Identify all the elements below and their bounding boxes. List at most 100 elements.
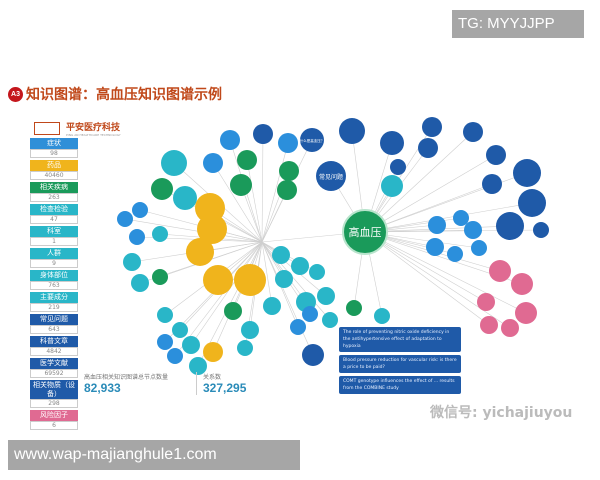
- graph-node: [279, 161, 299, 181]
- category-label: 相关物质（设备）: [30, 380, 78, 399]
- category-label: 身体部位: [30, 270, 78, 281]
- graph-edge: [364, 231, 527, 314]
- category-label: 科普文章: [30, 336, 78, 347]
- graph-node: [489, 260, 511, 282]
- graph-node: [428, 216, 446, 234]
- stat-nodes: 高血压相关知识图谱总节点数量 82,933: [84, 372, 168, 395]
- graph-node: [186, 238, 214, 266]
- graph-node: [309, 264, 325, 280]
- graph-node: [496, 212, 524, 240]
- category-label: 风险因子: [30, 410, 78, 421]
- graph-node: [426, 238, 444, 256]
- stat-nodes-value: 82,933: [84, 381, 121, 395]
- graph-node: [275, 270, 293, 288]
- graph-node: [317, 287, 335, 305]
- graph-node: [161, 150, 187, 176]
- center-node: [342, 209, 388, 255]
- logo: 平安医疗科技 PING AN HEALTHCARE TECHNOLOGY: [34, 120, 121, 137]
- graph-node: [132, 202, 148, 218]
- category-label: 相关疾病: [30, 182, 78, 193]
- category-count: 47: [30, 215, 78, 224]
- logo-icon: [34, 122, 60, 135]
- graph-edge: [212, 162, 263, 243]
- graph-node: [157, 307, 173, 323]
- graph-node: [172, 322, 188, 338]
- graph-node: [173, 186, 197, 210]
- graph-node: [300, 128, 324, 152]
- graph-node: [189, 357, 207, 375]
- category-count: 219: [30, 303, 78, 312]
- category-item: 相关物质（设备）298: [30, 380, 78, 408]
- center-node-label: 高血压: [349, 225, 382, 239]
- graph-edge: [364, 202, 533, 233]
- graph-node: [203, 342, 223, 362]
- graph-edge: [261, 133, 264, 243]
- graph-node: [482, 174, 502, 194]
- graph-node: [464, 221, 482, 239]
- graph-edge: [212, 241, 263, 353]
- graph-node: [290, 319, 306, 335]
- graph-node: [302, 344, 324, 366]
- graph-node: [374, 308, 390, 324]
- paper-cards: The role of preventing nitric oxide defi…: [339, 327, 461, 397]
- graph-node: [316, 161, 346, 191]
- graph-edge: [364, 154, 497, 233]
- graph-edge: [261, 241, 273, 307]
- graph-node: [418, 138, 438, 158]
- graph-node: [511, 273, 533, 295]
- graph-node: [131, 274, 149, 292]
- graph-node: [203, 153, 223, 173]
- graph-node: [346, 300, 362, 316]
- category-label: 检查检验: [30, 204, 78, 215]
- graph-edge: [364, 231, 511, 329]
- graph-edge: [246, 159, 263, 243]
- graph-edge: [364, 131, 474, 233]
- title-badge: A3: [8, 86, 23, 102]
- stat-relations-value: 327,295: [203, 381, 247, 395]
- graph-node: [220, 130, 240, 150]
- question-node-label: 什么是高血压？: [300, 138, 325, 143]
- paper-card: COMT genotype influences the effect of .…: [339, 376, 461, 394]
- graph-node: [230, 174, 252, 196]
- graph-node: [241, 321, 259, 339]
- graph-node: [390, 159, 406, 175]
- category-label: 常见问题: [30, 314, 78, 325]
- graph-edge: [364, 231, 490, 326]
- page-title: A3 知识图谱：高血压知识图谱示例: [8, 84, 222, 104]
- graph-node: [234, 264, 266, 296]
- graph-node: [302, 306, 318, 322]
- graph-edge: [364, 231, 487, 303]
- graph-edge: [190, 241, 263, 346]
- stat-relations-label: 关系数: [203, 374, 222, 381]
- logo-name: 平安医疗科技: [66, 123, 121, 133]
- graph-node: [151, 178, 173, 200]
- graph-node: [501, 319, 519, 337]
- graph-node: [422, 117, 442, 137]
- paper-card: Blood pressure reduction for vascular ri…: [339, 355, 461, 373]
- overlay-url: www.wap-majianghule1.com: [8, 440, 300, 470]
- category-count: 298: [30, 399, 78, 408]
- category-count: 6: [30, 421, 78, 430]
- graph-node: [381, 175, 403, 197]
- graph-edge: [124, 218, 263, 243]
- graph-node: [515, 302, 537, 324]
- graph-node: [117, 211, 133, 227]
- graph-node: [277, 180, 297, 200]
- graph-edge: [261, 142, 289, 243]
- graph-node: [278, 133, 298, 153]
- category-label: 主要成分: [30, 292, 78, 303]
- graph-edge: [261, 241, 314, 356]
